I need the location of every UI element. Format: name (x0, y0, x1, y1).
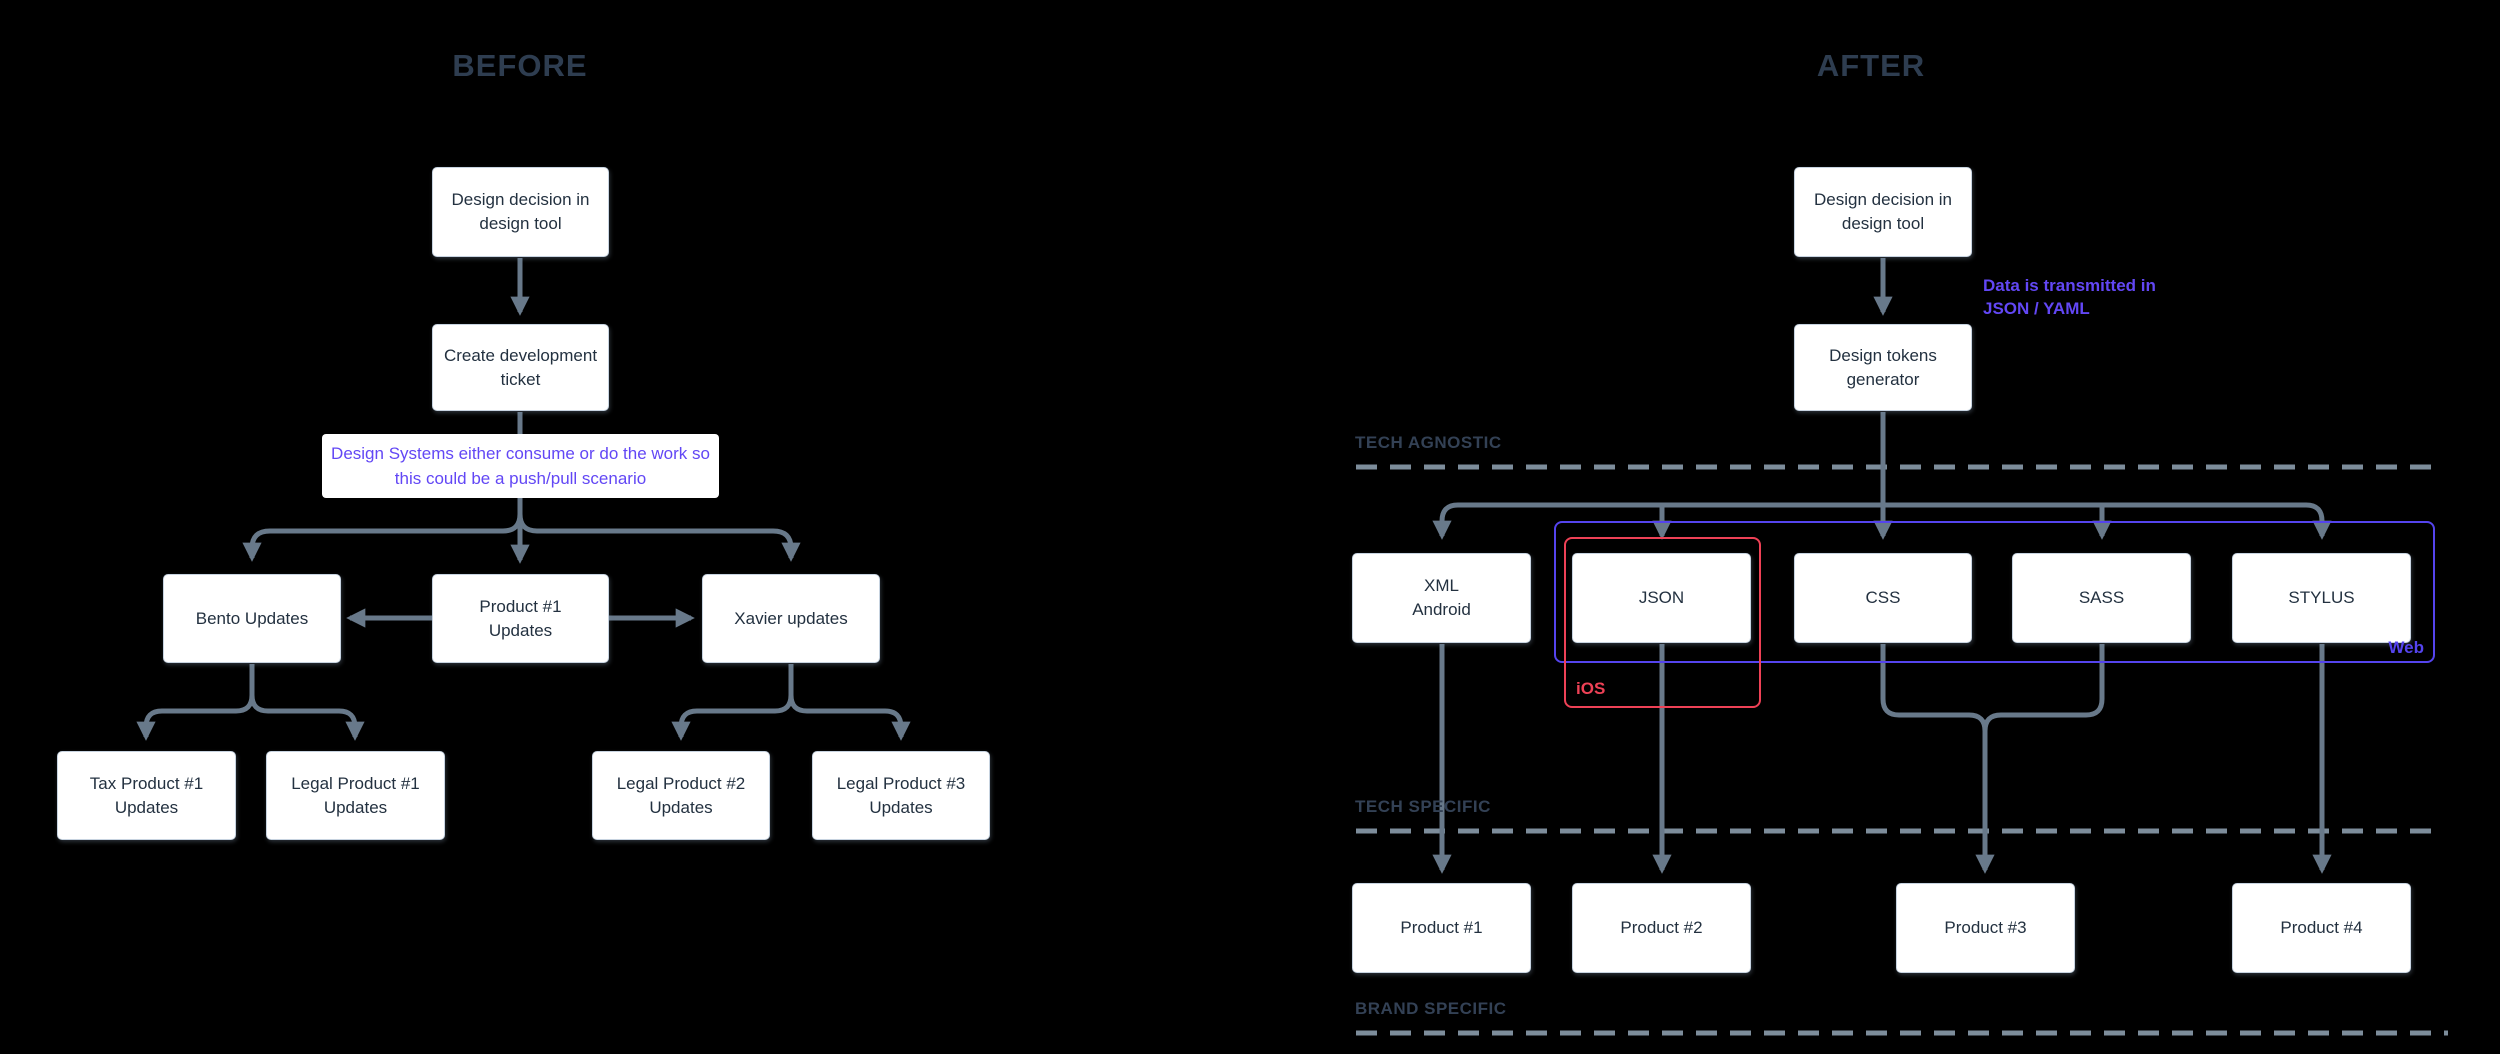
node-sass: SASS (2012, 553, 2191, 643)
node-before-create-ticket: Create development ticket (432, 324, 609, 411)
section-dashed-lines (1356, 464, 2448, 1036)
node-stylus: STYLUS (2232, 553, 2411, 643)
data-transmitted-annotation: Data is transmitted in JSON / YAML (1983, 276, 2156, 318)
section-brand-specific: BRAND SPECIFIC (1355, 999, 1507, 1018)
node-tokens-generator: Design tokens generator (1794, 324, 1972, 411)
node-xavier-updates: Xavier updates (702, 574, 880, 663)
node-css: CSS (1794, 553, 1972, 643)
node-tax-product1-updates: Tax Product #1 Updates (57, 751, 236, 840)
node-product-1: Product #1 (1352, 883, 1531, 973)
node-legal-product1-updates: Legal Product #1 Updates (266, 751, 445, 840)
node-xml-android: XML Android (1352, 553, 1531, 643)
node-legal-product2-updates: Legal Product #2 Updates (592, 751, 770, 840)
node-product-2: Product #2 (1572, 883, 1751, 973)
node-product1-updates: Product #1 Updates (432, 574, 609, 663)
node-product-4: Product #4 (2232, 883, 2411, 973)
push-pull-note: Design Systems either consume or do the … (322, 434, 719, 498)
node-json: JSON (1572, 553, 1751, 643)
after-title: AFTER (1816, 48, 1926, 83)
section-tech-specific: TECH SPECIFIC (1355, 797, 1491, 816)
node-before-design-decision: Design decision in design tool (432, 167, 609, 257)
before-connectors (136, 258, 911, 741)
node-legal-product3-updates: Legal Product #3 Updates (812, 751, 990, 840)
node-product-3: Product #3 (1896, 883, 2075, 973)
before-title: BEFORE (452, 48, 588, 83)
node-bento-updates: Bento Updates (163, 574, 341, 663)
after-connectors (1432, 258, 2332, 874)
node-after-design-decision: Design decision in design tool (1794, 167, 1972, 257)
section-tech-agnostic: TECH AGNOSTIC (1355, 433, 1502, 452)
